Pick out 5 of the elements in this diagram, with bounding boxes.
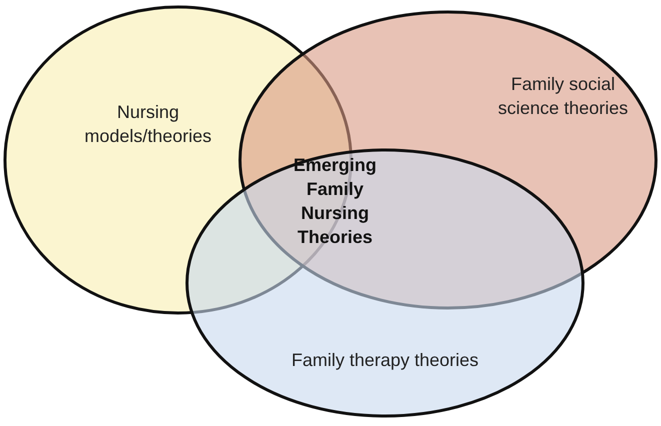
set-label: Family therapy theories: [290, 349, 480, 372]
set-label: Family social science theories: [496, 73, 630, 120]
set-label: Nursing models/theories: [83, 101, 213, 148]
intersection-label: Emerging Family Nursing Theories: [292, 154, 378, 249]
venn-circle: [185, 148, 585, 418]
